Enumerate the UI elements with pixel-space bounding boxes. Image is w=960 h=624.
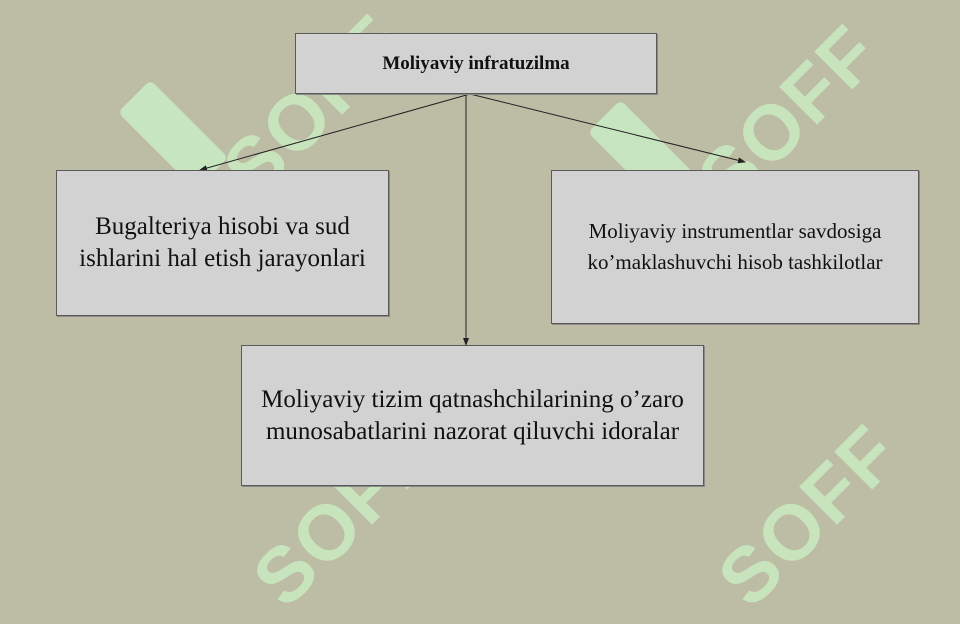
root-node: Moliyaviy infratuzilma (295, 33, 657, 94)
bottom-node: Moliyaviy tizim qatnashchilarining o’zar… (241, 345, 704, 486)
slide-canvas: SOFF SOFF SOFF SOFF Moliyaviy infratuzil… (56, 0, 919, 623)
right-node-label: Moliyaviy instrumentlar savdosiga ko’mak… (587, 219, 883, 274)
bottom-node-label: Moliyaviy tizim qatnashchilarining o’zar… (261, 385, 684, 445)
connector-arrows (199, 93, 746, 346)
arrow-to-right (469, 93, 746, 164)
left-node-label: Bugalteriya hisobi va sud ishlarini hal … (79, 213, 366, 272)
left-node: Bugalteriya hisobi va sud ishlarini hal … (56, 170, 389, 316)
right-node: Moliyaviy instrumentlar savdosiga ko’mak… (551, 170, 919, 324)
arrow-to-left (199, 93, 471, 171)
root-node-label: Moliyaviy infratuzilma (382, 52, 570, 74)
